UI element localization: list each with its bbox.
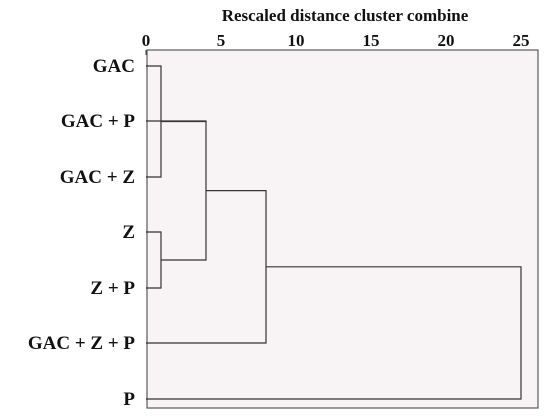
leaf-label: GAC: [93, 56, 135, 77]
leaf-label: P: [123, 389, 135, 410]
x-tick-label-0: 0: [142, 31, 151, 50]
dendrogram-link-6: [146, 266, 522, 400]
dendrogram-link-3: [146, 120, 207, 123]
leaf-label: Z: [122, 222, 135, 243]
x-tick-label-15: 15: [363, 31, 380, 50]
x-tick-label-20: 20: [438, 31, 455, 50]
leaf-label: Z + P: [90, 278, 135, 299]
leaf-labels: GAC GAC + P GAC + Z Z Z + P GAC + Z + P P: [28, 56, 136, 410]
x-tick-label-10: 10: [288, 31, 305, 50]
dendrogram-links: [146, 65, 522, 400]
plot-area: [146, 49, 539, 409]
leaf-label: GAC + Z + P: [28, 333, 136, 354]
leaf-label: GAC + Z: [60, 167, 135, 188]
x-tick-label-25: 25: [513, 31, 530, 50]
dendrogram-link-4: [161, 121, 207, 261]
x-tick-label-5: 5: [217, 31, 226, 50]
chart-title: Rescaled distance cluster combine: [222, 6, 469, 25]
leaf-label: GAC + P: [61, 111, 136, 132]
